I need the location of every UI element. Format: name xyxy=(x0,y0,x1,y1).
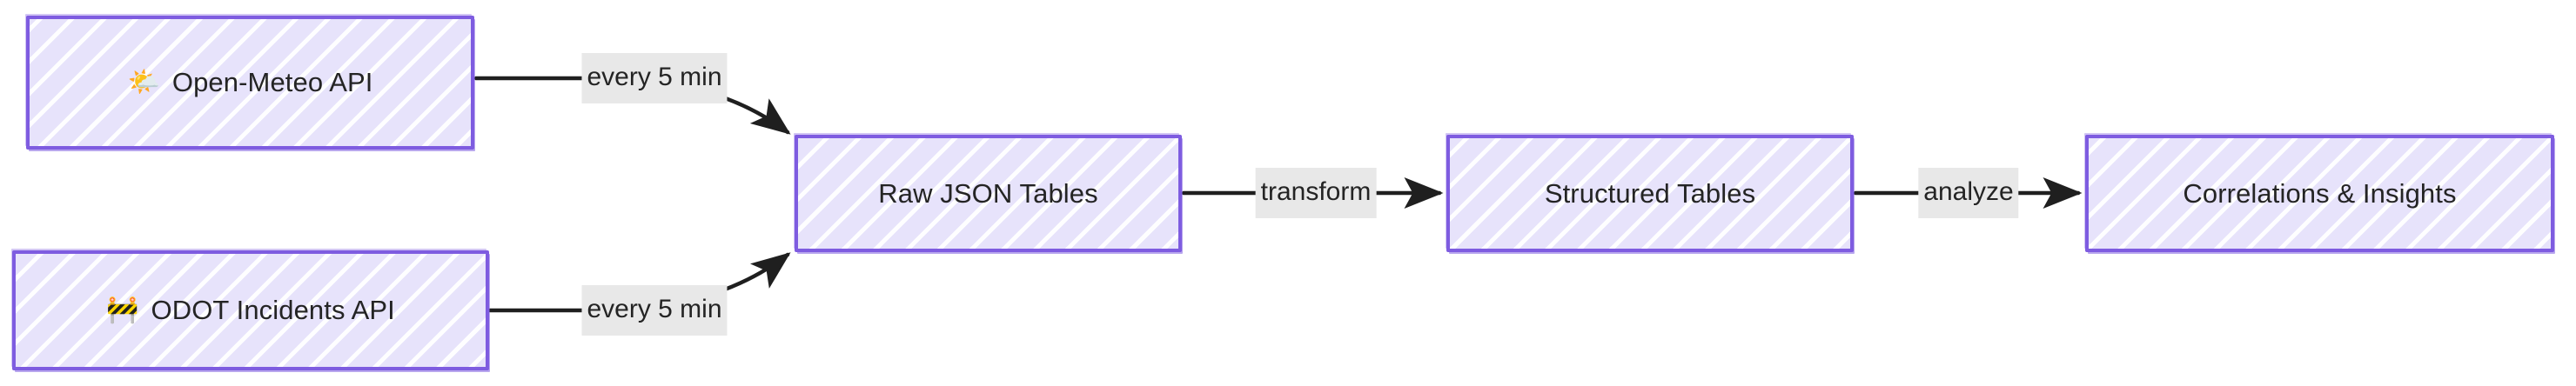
node-label: Structured Tables xyxy=(1544,177,1756,209)
node-label: Open-Meteo API xyxy=(171,67,373,97)
node-content: Raw JSON Tables xyxy=(869,178,1106,210)
node-raw-json-tables[interactable]: Raw JSON Tables xyxy=(795,135,1182,252)
node-open-meteo-api[interactable]: 🌤️ Open-Meteo API xyxy=(26,16,474,150)
node-structured-tables[interactable]: Structured Tables xyxy=(1446,135,1854,252)
edge-label-every-5-min-meteo: every 5 min xyxy=(581,53,728,103)
node-label: Correlations & Insights xyxy=(2183,177,2457,209)
construction-barrier-icon: 🚧 xyxy=(106,296,139,324)
node-content: Correlations & Insights xyxy=(2174,178,2465,210)
node-content: 🌤️ Open-Meteo API xyxy=(119,67,382,98)
node-label: ODOT Incidents API xyxy=(151,295,395,325)
node-content: Structured Tables xyxy=(1536,178,1764,210)
edge-label-transform: transform xyxy=(1255,168,1377,218)
edge-label-every-5-min-odot: every 5 min xyxy=(581,285,728,336)
node-label: Raw JSON Tables xyxy=(878,177,1098,209)
node-correlations-insights[interactable]: Correlations & Insights xyxy=(2085,135,2554,252)
sun-behind-cloud-icon: 🌤️ xyxy=(127,68,160,96)
node-odot-incidents-api[interactable]: 🚧 ODOT Incidents API xyxy=(12,250,489,370)
node-content: 🚧 ODOT Incidents API xyxy=(97,295,404,326)
edge-label-analyze: analyze xyxy=(1918,168,2019,218)
